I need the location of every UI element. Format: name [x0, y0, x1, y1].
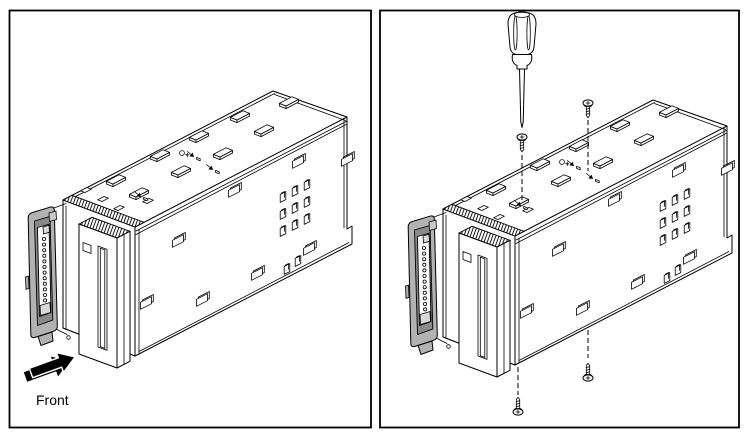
front-arrow-icon [23, 351, 77, 382]
panel-right [379, 9, 740, 429]
screwdriver-icon [507, 11, 537, 128]
panel-left: Front [8, 9, 372, 429]
front-label: Front [36, 392, 69, 408]
